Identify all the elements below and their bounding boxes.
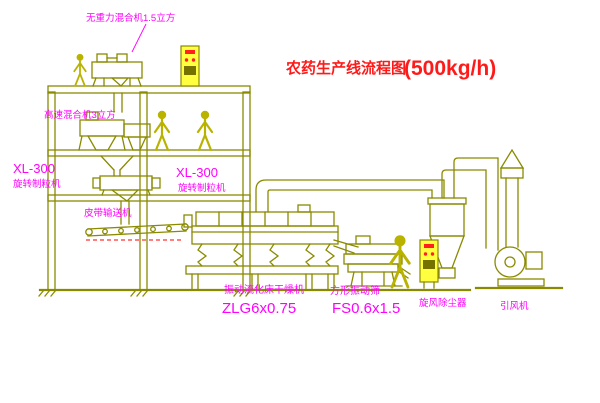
exhaust-stack [499, 148, 525, 248]
label-granulator-center-name: 旋转制粒机 [178, 182, 226, 194]
label-fluid-bed-dryer: 振动流化床干燥机 [224, 283, 304, 296]
label-high-speed-mixer: 高速混合机3立方 [44, 109, 116, 121]
operator-figure-floor2-b [196, 109, 214, 152]
operator-figure-roof [73, 52, 87, 87]
label-granulator-left-model: XL-300 [13, 161, 55, 176]
exhaust-duct [255, 179, 445, 213]
building-frame [47, 85, 251, 291]
label-granulator-center-model: XL-300 [176, 165, 218, 180]
label-gravity-mixer: 无重力混合机1.5立方 [86, 12, 175, 24]
control-cabinet-upper [180, 45, 200, 87]
label-leader-line [131, 23, 147, 53]
title-capacity: (500kg/h) [404, 57, 496, 80]
belt-conveyor [85, 223, 189, 241]
label-cyclone: 旋风除尘器 [419, 297, 467, 309]
label-induced-fan: 引风机 [500, 300, 529, 312]
gravity-free-mixer [91, 53, 143, 113]
cyclone-separator [427, 157, 499, 279]
operator-figure-floor2-a [153, 109, 171, 152]
label-granulator-left-name: 旋转制粒机 [13, 178, 61, 190]
high-speed-mixer [78, 111, 151, 177]
control-cabinet-lower [419, 239, 439, 289]
label-square-screen: 方形振动筛 [330, 284, 380, 297]
rotary-granulator [92, 175, 161, 225]
label-square-screen-model: FS0.6x1.5 [332, 300, 400, 317]
label-fluid-bed-dryer-model: ZLG6x0.75 [222, 300, 296, 317]
fluid-bed-dryer [183, 204, 359, 291]
induced-draft-fan [494, 246, 545, 287]
title-text: 农药生产线流程图 [285, 59, 406, 77]
diagram-title: 农药生产线流程图 (500kg/h) [285, 57, 496, 80]
ground-line [38, 286, 564, 297]
label-belt-conveyor: 皮带输送机 [84, 207, 132, 219]
